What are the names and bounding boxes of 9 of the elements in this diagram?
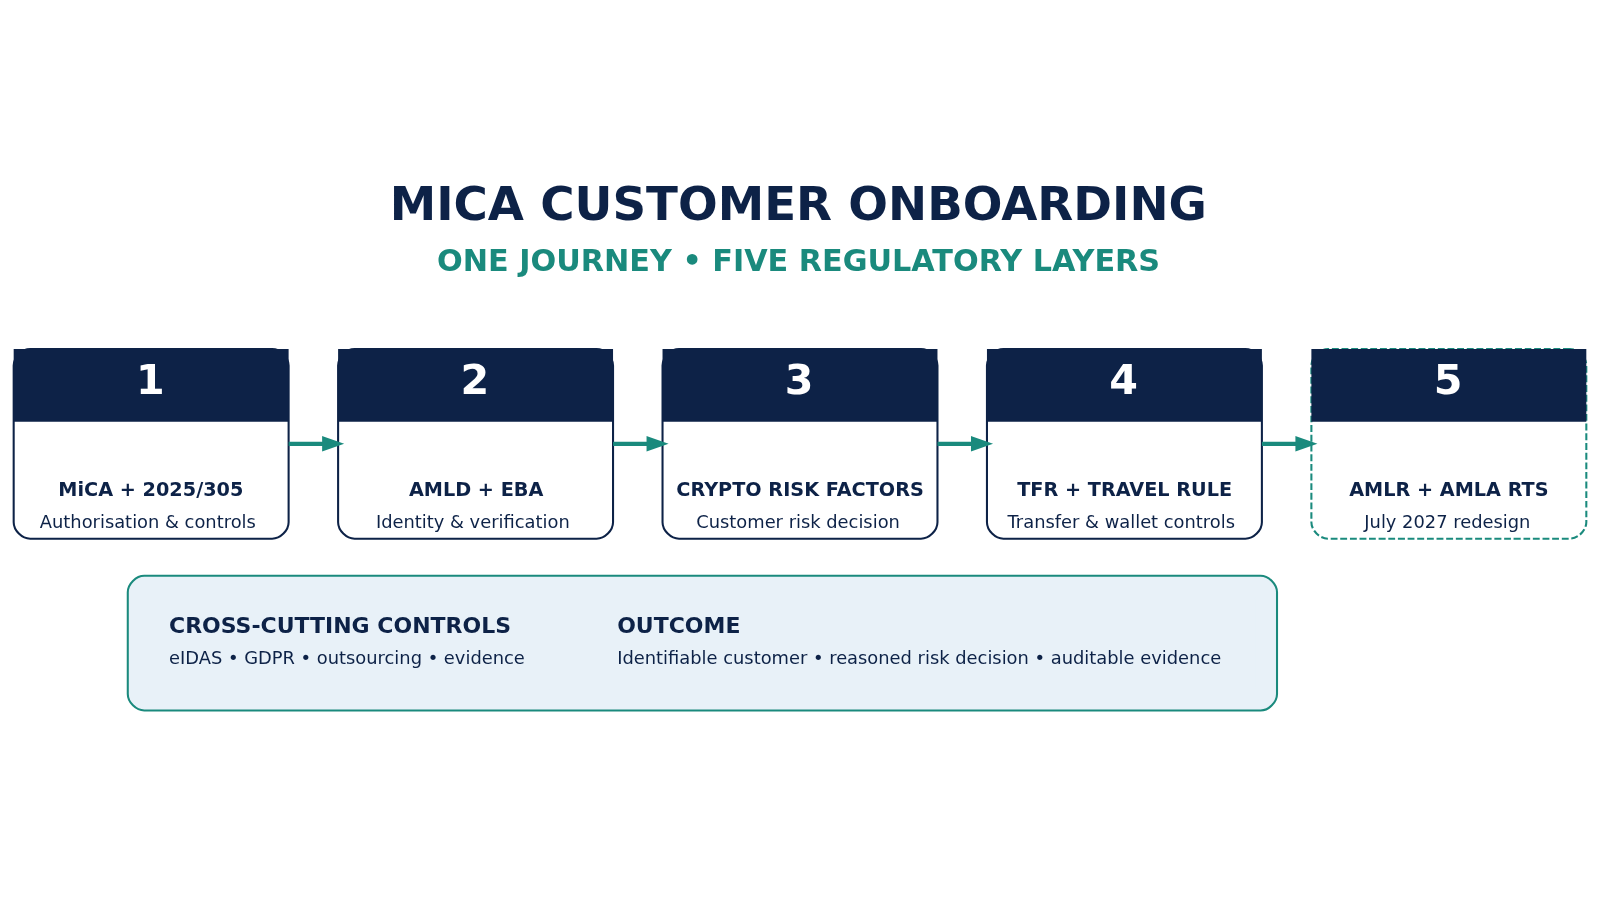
arrow — [613, 436, 669, 452]
node-text: CROSS-CUTTING CONTROLS eIDAS • GDPR • outsourcing • evidence — [169, 613, 525, 669]
label: ONE JOURNEY • FIVE REGULATORY LAYERS — [437, 243, 1161, 279]
arrow — [288, 436, 345, 452]
node-text: OUTCOME Identifiable customer • reasoned risk decision • auditable evidence — [617, 613, 1222, 669]
arrow — [1261, 436, 1318, 452]
cluster — [126, 574, 1279, 712]
arrow — [937, 436, 993, 452]
diagram-title: MICA CUSTOMER ONBOARDING — [389, 177, 1207, 232]
